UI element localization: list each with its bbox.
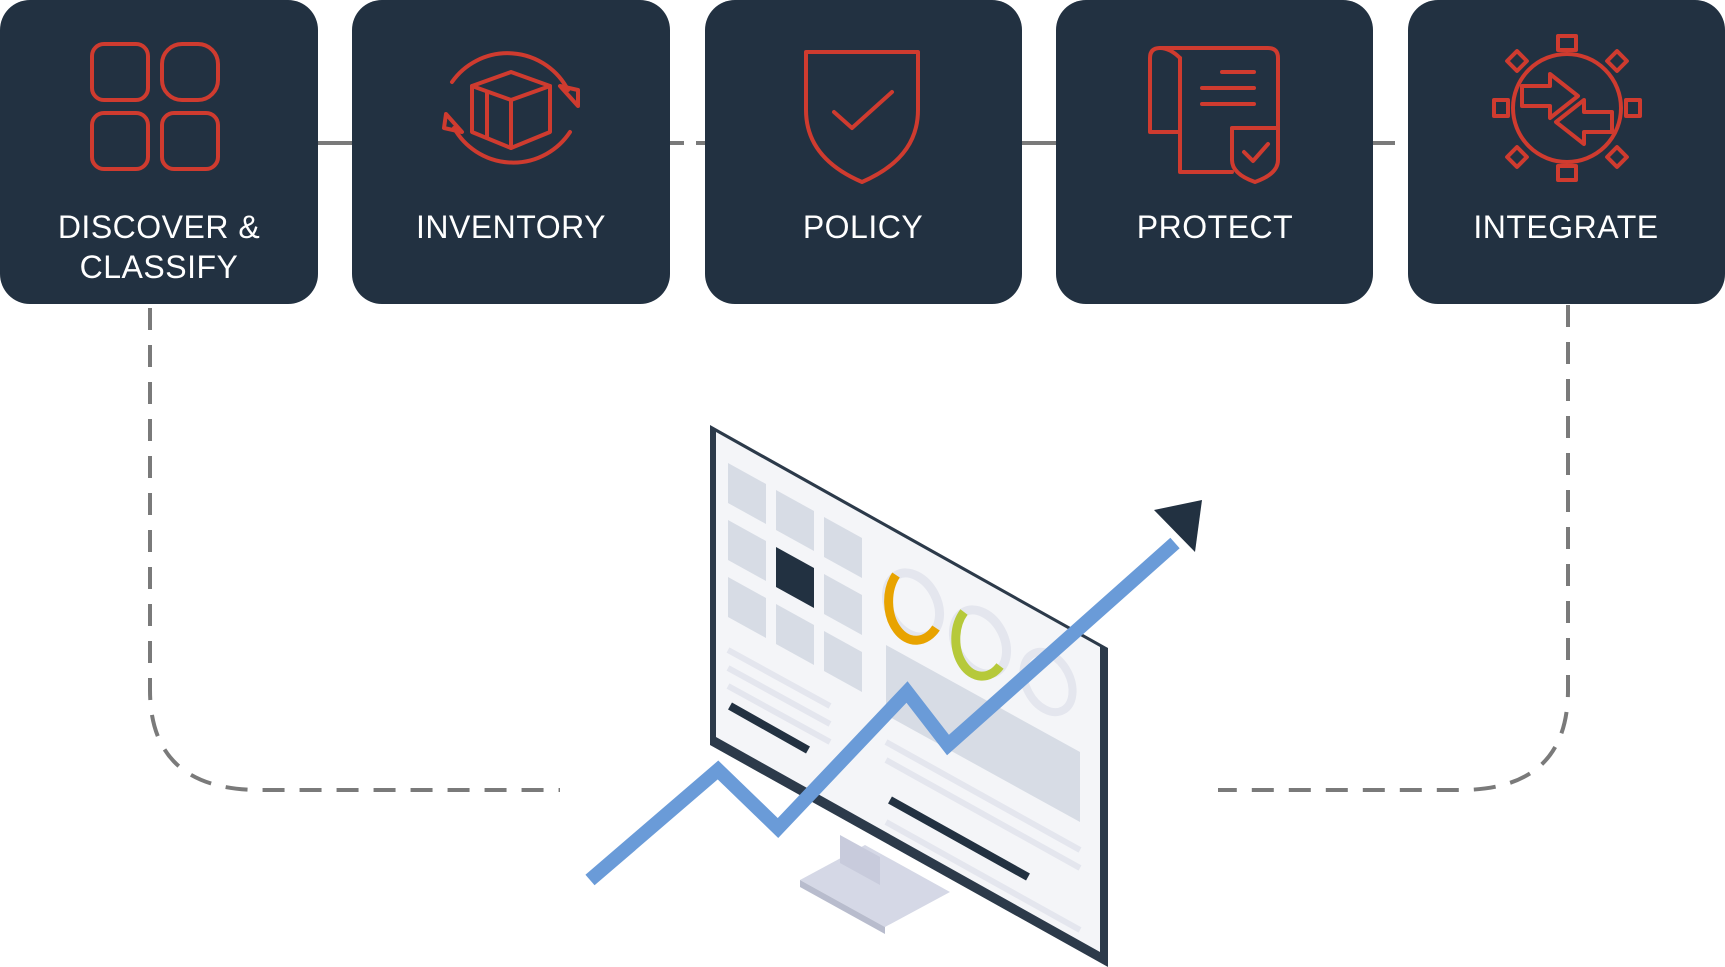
step-label-line1: POLICY — [803, 209, 923, 245]
step-label-line1: PROTECT — [1137, 209, 1293, 245]
dashboard-tile-active — [776, 547, 814, 608]
step-box-protect[interactable]: PROTECT — [1056, 0, 1373, 304]
gear-arrows-icon — [1492, 34, 1642, 182]
dashboard-text-lines — [726, 647, 1082, 933]
step-box-inventory[interactable]: INVENTORY — [352, 0, 670, 304]
monitor-stand-neck — [840, 835, 880, 885]
step-box-bg — [1056, 0, 1373, 304]
loop-left — [148, 308, 560, 792]
dashboard-tiles — [728, 463, 862, 692]
grid-icon — [90, 42, 220, 171]
monitor-stand-base-edge — [800, 880, 885, 934]
trend-line — [585, 537, 1180, 886]
step-label-line1: INTEGRATE — [1473, 209, 1658, 245]
dashboard-dark-line — [888, 796, 1030, 881]
step-box-policy[interactable]: POLICY — [705, 0, 1022, 304]
loop-right — [1218, 305, 1570, 792]
step-box-bg — [1408, 0, 1725, 304]
document-shield-icon — [1148, 46, 1280, 184]
step-box-integrate[interactable]: INTEGRATE — [1408, 0, 1725, 304]
step-box-bg — [352, 0, 670, 304]
donut-orange — [884, 572, 940, 645]
monitor-stand-base — [800, 845, 950, 927]
step-box-bg — [0, 0, 318, 304]
shield-check-icon — [804, 50, 920, 184]
donut-green — [951, 609, 1004, 681]
step-label-line1: INVENTORY — [416, 209, 606, 245]
dashboard-chart-panel — [886, 645, 1080, 822]
dashboard-dark-line — [728, 702, 810, 754]
step-box-discover[interactable]: DISCOVER & CLASSIFY — [0, 0, 318, 304]
trend-arrow-head — [1154, 500, 1202, 552]
step-box-bg — [705, 0, 1022, 304]
loop-connectors — [148, 305, 1570, 792]
donut-grey — [1019, 647, 1077, 717]
step-label-line1: DISCOVER & — [58, 209, 260, 245]
box-cycle-icon — [442, 51, 580, 165]
step-label-line2: CLASSIFY — [80, 249, 239, 285]
trend-arrow-icon — [585, 500, 1202, 886]
